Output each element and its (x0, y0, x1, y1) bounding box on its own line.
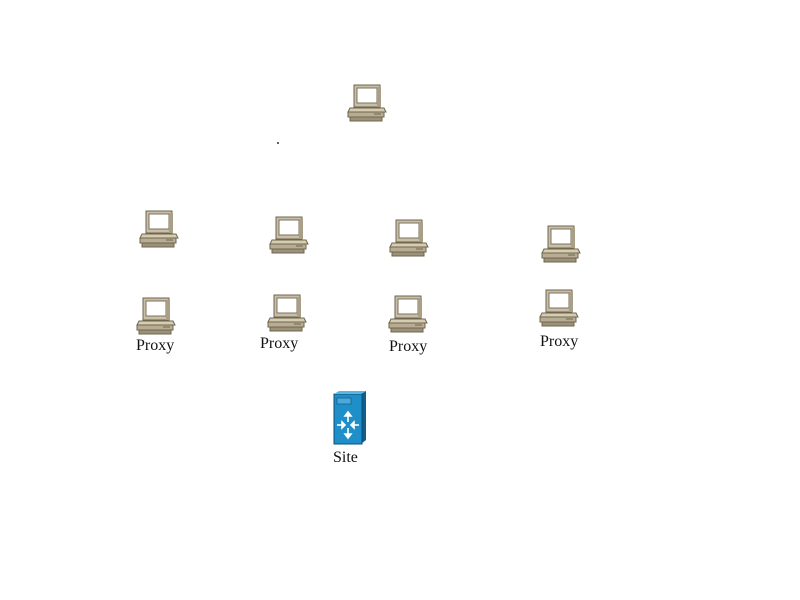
client-computer (268, 216, 310, 254)
client-computer (540, 225, 582, 263)
desktop-computer-icon (387, 295, 429, 333)
server-switch-icon (333, 390, 367, 446)
top-computer (346, 84, 388, 122)
proxy-label: Proxy (260, 335, 299, 352)
desktop-computer-icon (138, 210, 180, 248)
stray-dot (277, 142, 279, 144)
desktop-computer-icon (346, 84, 388, 122)
proxy-computer (135, 297, 177, 335)
desktop-computer-icon (266, 294, 308, 332)
desktop-computer-icon (388, 219, 430, 257)
site-server (333, 390, 367, 446)
proxy-computer (387, 295, 429, 333)
proxy-label: Proxy (389, 338, 428, 355)
proxy-computer (538, 289, 580, 327)
client-computer (138, 210, 180, 248)
proxy-label: Proxy (136, 337, 175, 354)
client-computer (388, 219, 430, 257)
site-label: Site (333, 449, 358, 466)
desktop-computer-icon (268, 216, 310, 254)
proxy-label: Proxy (540, 333, 579, 350)
proxy-computer (266, 294, 308, 332)
desktop-computer-icon (538, 289, 580, 327)
desktop-computer-icon (135, 297, 177, 335)
desktop-computer-icon (540, 225, 582, 263)
